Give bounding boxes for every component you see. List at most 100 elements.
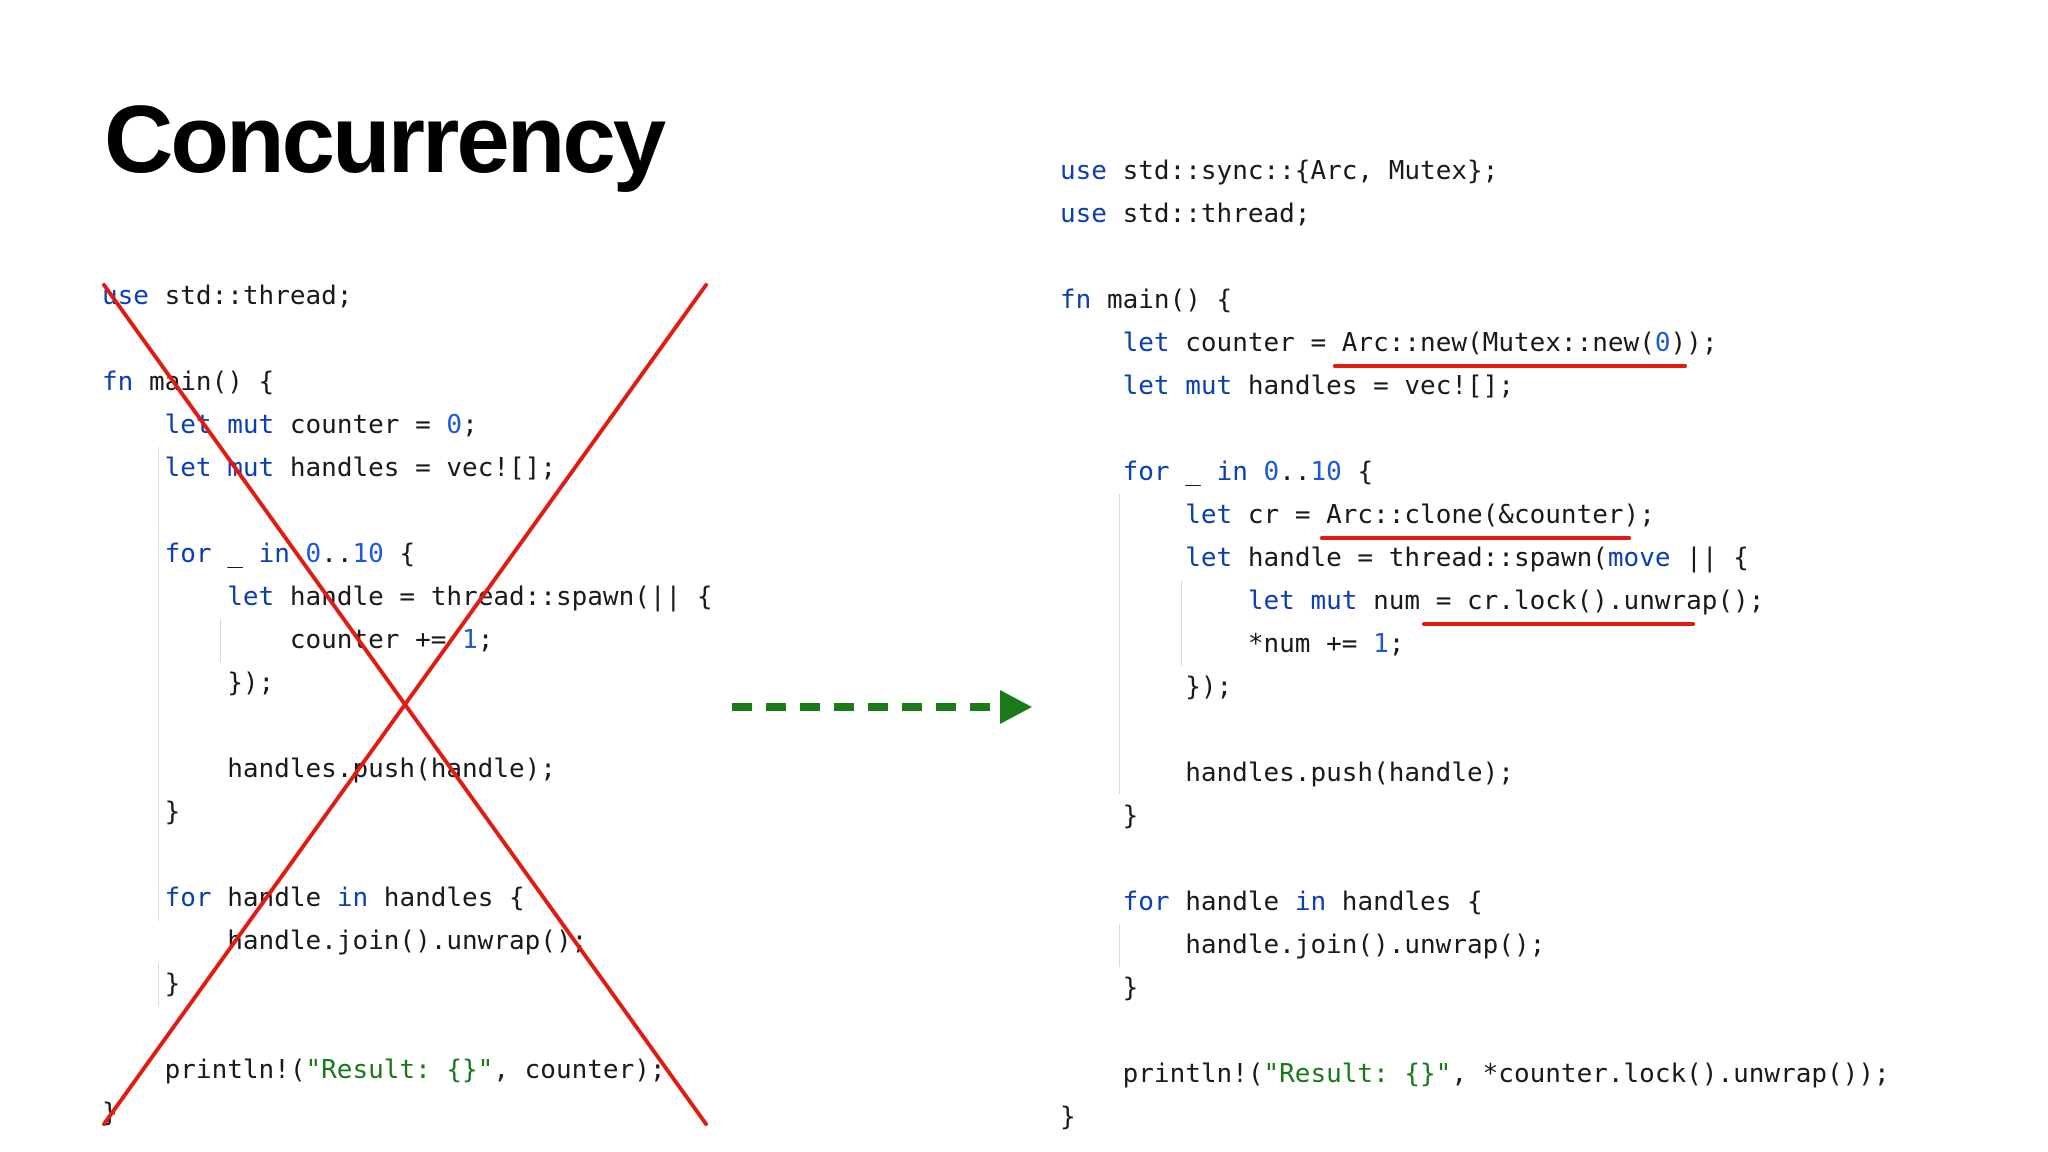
code-token: *num += [1060,629,1374,659]
code-token: handles { [1326,887,1483,917]
code-token: main() { [1091,285,1233,315]
code-line: let counter = Arc::new(Mutex::new(0)); [1060,322,1718,365]
indent-guide [158,447,159,921]
code-token: counter = [274,410,447,440]
code-token: std::thread; [148,281,353,311]
code-line: println!("Result: {}", counter); [102,1049,666,1092]
code-token: _ [211,539,259,569]
code-token: mut [227,410,275,440]
code-token: .. [1279,457,1311,487]
code-line: handles.push(handle); [102,748,556,791]
code-token: use [1060,199,1107,229]
code-token: , *counter.lock().unwrap()); [1451,1059,1890,1089]
code-token: mut [1185,371,1233,401]
code-token: handle.join().unwrap(); [102,926,588,956]
code-token: let [1122,328,1170,358]
code-line: let mut handles = vec![]; [102,447,556,490]
code-token: use [1060,156,1107,186]
code-token: in [1294,887,1327,917]
code-token: } [1060,1102,1076,1132]
code-line: let cr = Arc::clone(&counter); [1060,494,1655,537]
code-token: } [102,969,181,999]
code-token: fn [1060,285,1092,315]
code-token: ; [462,410,478,440]
code-token: cr = Arc::clone(&counter); [1232,500,1655,530]
code-block-correct: use std::sync::{Arc, Mutex};use std::thr… [1060,150,2000,1132]
code-token: for [1122,457,1170,487]
code-line: handle.join().unwrap(); [102,920,587,963]
code-token: 10 [352,539,384,569]
code-token: handles { [368,883,525,913]
code-token: handle = thread::spawn(|| { [274,582,713,612]
code-token: 0 [1654,328,1671,358]
code-token: counter += [102,625,463,655]
code-line: handles.push(handle); [1060,752,1514,795]
code-token: "Result: {}" [1263,1059,1452,1089]
code-token: { [383,539,416,569]
code-line: let handle = thread::spawn(|| { [102,576,713,619]
code-token: .. [321,539,353,569]
code-token: handles = vec![]; [1232,371,1514,401]
code-token: num = cr.lock().unwrap(); [1357,586,1765,616]
code-line: let mut num = cr.lock().unwrap(); [1060,580,1765,623]
highlight-underline-arc-new [1333,364,1687,368]
code-token: let [164,453,212,483]
code-token: 1 [462,625,478,655]
code-line: } [1060,1096,1076,1139]
code-token: println!( [102,1055,306,1085]
code-token: handles.push(handle); [1060,758,1514,788]
code-token: "Result: {}" [305,1055,494,1085]
indent-guide [158,963,159,1006]
code-line: } [1060,967,1139,1010]
code-token: fn [102,367,134,397]
code-line: }); [1060,666,1232,709]
code-token: 10 [1310,457,1342,487]
code-line: handle.join().unwrap(); [1060,924,1545,967]
code-token: let [1122,371,1170,401]
code-token: let [1185,543,1233,573]
code-line: for _ in 0..10 { [1060,451,1374,494]
code-token: ; [477,625,494,655]
code-token: }); [1060,672,1233,702]
code-token: } [1060,801,1139,831]
code-token: ; [1388,629,1405,659]
indent-guide [1119,494,1120,794]
code-token: handles.push(handle); [102,754,556,784]
code-token: std::thread; [1106,199,1311,229]
code-token: let [227,582,275,612]
code-token: for [164,539,212,569]
code-token: println!( [1060,1059,1264,1089]
code-token: mut [1310,586,1358,616]
code-line: let mut handles = vec![]; [1060,365,1514,408]
code-token: for [1122,887,1170,917]
highlight-underline-lock-unwrap [1422,622,1695,626]
code-token: _ [1169,457,1217,487]
code-token: in [336,883,369,913]
slide-title: Concurrency [104,86,666,193]
code-token: in [258,539,290,569]
code-line: } [1060,795,1139,838]
code-token: std::sync::{Arc, Mutex}; [1106,156,1499,186]
code-token: , counter); [493,1055,666,1085]
code-token: in [1216,457,1248,487]
code-line: for handle in handles { [1060,881,1483,924]
code-token: 0 [1263,457,1280,487]
code-line: fn main() { [1060,279,1232,322]
code-token: handle.join().unwrap(); [1060,930,1546,960]
code-token: for [164,883,212,913]
indent-guide [220,619,221,662]
code-line: println!("Result: {}", *counter.lock().u… [1060,1053,1890,1096]
code-token: 0 [446,410,463,440]
indent-guide [1119,924,1120,967]
code-token: counter = Arc::new(Mutex::new( [1169,328,1655,358]
code-line: } [102,963,181,1006]
code-line: for _ in 0..10 { [102,533,416,576]
code-token: let [1185,500,1233,530]
code-line: use std::thread; [1060,193,1310,236]
code-line: let handle = thread::spawn(move || { [1060,537,1749,580]
code-token: )); [1670,328,1718,358]
code-line: let mut counter = 0; [102,404,478,447]
